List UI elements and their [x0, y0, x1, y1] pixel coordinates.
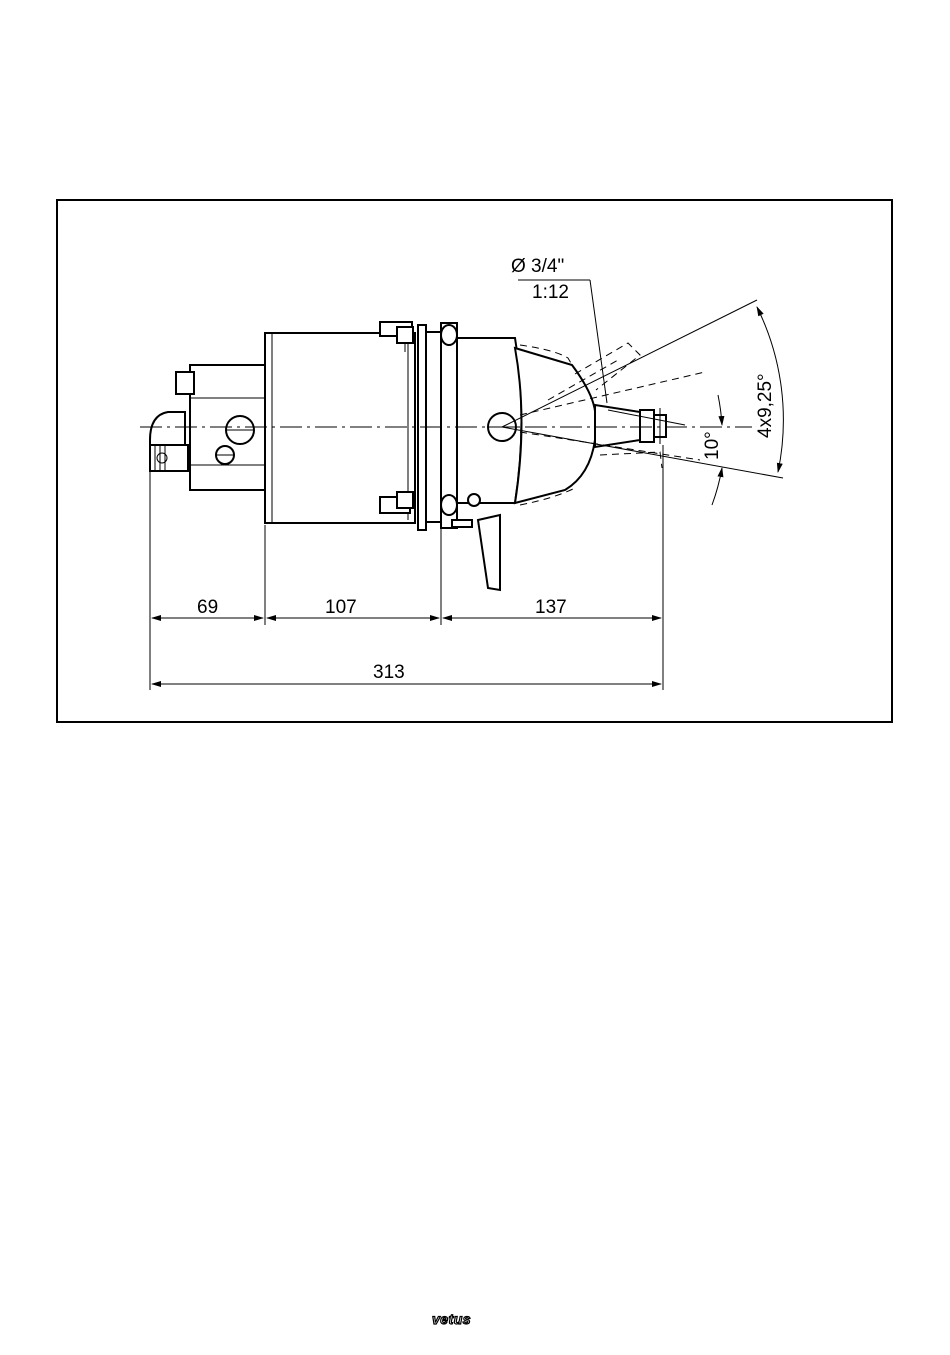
taper-label: 1:12 — [532, 282, 569, 303]
vetus-logo: vetus — [432, 1311, 471, 1327]
tilt-angle-label: 10° — [702, 431, 723, 460]
diameter-label: Ø 3/4" — [511, 256, 564, 277]
dimension-313: 313 — [373, 662, 405, 683]
helm-pump-drawing — [150, 322, 705, 590]
dimension-69: 69 — [197, 597, 218, 618]
dimension-107: 107 — [325, 597, 357, 618]
dimension-137: 137 — [535, 597, 567, 618]
tilt-steps-label: 4x9,25° — [755, 373, 776, 438]
